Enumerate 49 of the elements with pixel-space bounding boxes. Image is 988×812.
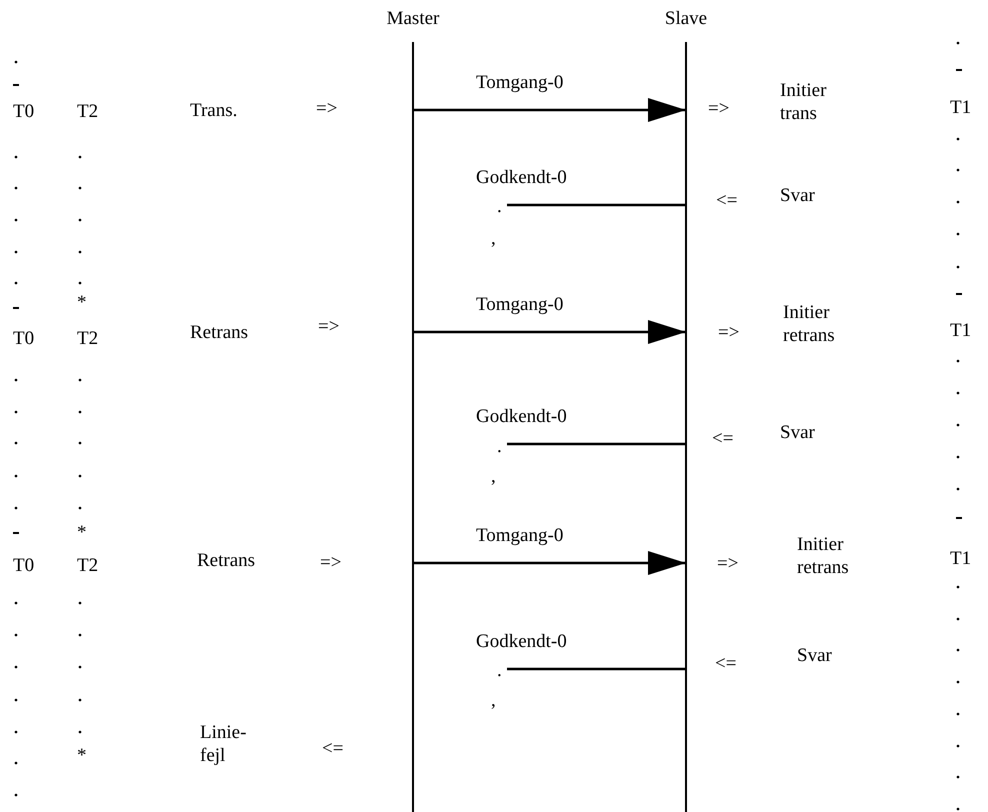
event-label: Trans. (190, 100, 238, 123)
message-label: Tomgang-0 (476, 525, 564, 548)
asterisk-mark: * (77, 745, 86, 768)
message-label: Godkendt-0 (476, 631, 567, 654)
direction-symbol: => (718, 322, 740, 345)
event-label: Retrans (190, 322, 248, 345)
comma-mark: , (491, 466, 496, 489)
participant-label: Slave (664, 8, 708, 31)
dot-mark: . (497, 660, 502, 683)
direction-symbol: => (318, 316, 340, 339)
asterisk-mark: * (77, 522, 86, 545)
event-label: Svar (780, 422, 815, 445)
event-label: Svar (797, 645, 832, 668)
message-label: Godkendt-0 (476, 167, 567, 190)
direction-symbol: <= (716, 190, 738, 213)
event-label: Linie- fejl (200, 722, 248, 768)
event-label: Initier trans (780, 80, 828, 126)
direction-symbol: => (708, 98, 730, 121)
time-label: T2 (77, 328, 98, 351)
message-label: Tomgang-0 (476, 72, 564, 95)
message-arrow (413, 551, 686, 575)
comma-mark: , (491, 228, 496, 251)
event-label: Initier retrans (797, 534, 850, 580)
direction-symbol: => (320, 552, 342, 575)
direction-symbol: <= (712, 428, 734, 451)
time-label: T2 (77, 101, 98, 124)
dot-mark: . (497, 436, 502, 459)
message-label: Godkendt-0 (476, 406, 567, 429)
message-arrow (413, 320, 686, 344)
time-label: T2 (77, 555, 98, 578)
time-label: T0 (13, 101, 34, 124)
asterisk-mark: * (77, 292, 86, 315)
direction-symbol: <= (715, 653, 736, 676)
event-label: Retrans (197, 550, 256, 573)
direction-symbol: => (316, 98, 338, 121)
time-label: T0 (13, 328, 34, 351)
message-arrow (413, 98, 686, 122)
message-label: Tomgang-0 (476, 294, 564, 317)
dot-mark: . (497, 196, 502, 219)
direction-symbol: => (717, 553, 738, 576)
time-label: T0 (13, 555, 34, 578)
time-label: T1 (950, 548, 972, 571)
event-label: Initier retrans (783, 302, 836, 348)
time-label: T1 (950, 97, 972, 120)
event-label: Svar (780, 185, 815, 208)
comma-mark: , (491, 690, 496, 713)
direction-symbol: <= (322, 738, 344, 761)
time-label: T1 (950, 320, 972, 343)
participant-label: Master (386, 8, 440, 31)
